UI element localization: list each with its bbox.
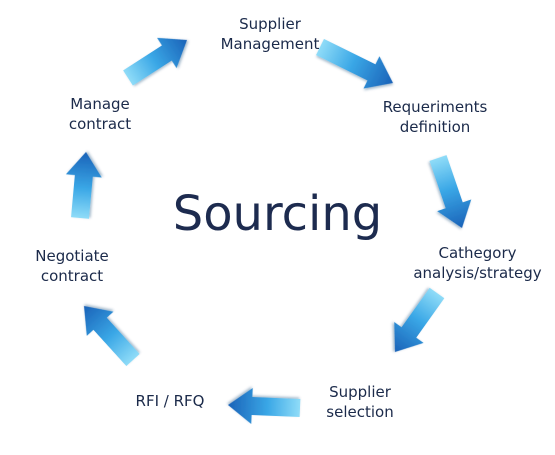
step-supplier-selection: Supplier selection (300, 382, 420, 422)
step-label-line1: Manage (70, 95, 130, 113)
arrow-shape (394, 287, 445, 353)
step-manage-contract: Manage contract (40, 94, 160, 134)
arrow-negotiate-to-manage-icon (65, 151, 102, 219)
step-rfi-rfq: RFI / RFQ (110, 391, 230, 411)
arrow-category-to-selection-icon (394, 287, 445, 353)
step-negotiate-contract: Negotiate contract (12, 246, 132, 286)
step-label-line2: contract (40, 267, 104, 285)
diagram-title: Sourcing (172, 186, 383, 242)
arrow-shape (429, 155, 472, 228)
arrow-shape (83, 305, 140, 367)
arrow-rfi-to-negotiate-icon (83, 305, 140, 367)
step-label-line1: Supplier (239, 15, 301, 33)
step-supplier-management: Supplier Management (190, 14, 350, 54)
arrow-shape (316, 38, 393, 89)
arrow-shape (227, 388, 301, 424)
step-category-analysis: Cathegory analysis/strategy (400, 243, 555, 283)
step-label-line2: contract (68, 115, 132, 133)
step-label-line2: selection (326, 403, 394, 421)
arrow-selection-to-rfi-icon (227, 388, 301, 424)
step-label-line1: Requeriments (382, 98, 488, 116)
step-label-line2: definition (399, 118, 471, 136)
step-label-line2: Management (220, 35, 320, 53)
arrow-management-to-requirements-icon (316, 38, 393, 89)
step-requirements-definition: Requeriments definition (360, 97, 510, 137)
step-label-line1: Negotiate (35, 247, 109, 265)
arrow-shape (123, 37, 187, 86)
step-label-line1: RFI / RFQ (135, 392, 205, 410)
step-label-line1: Cathegory (438, 244, 517, 262)
step-label-line2: analysis/strategy (413, 264, 542, 282)
step-label-line1: Supplier (329, 383, 391, 401)
arrow-shape (65, 151, 102, 219)
arrow-requirements-to-category-icon (429, 155, 472, 228)
arrow-manage-to-management-icon (123, 37, 187, 86)
